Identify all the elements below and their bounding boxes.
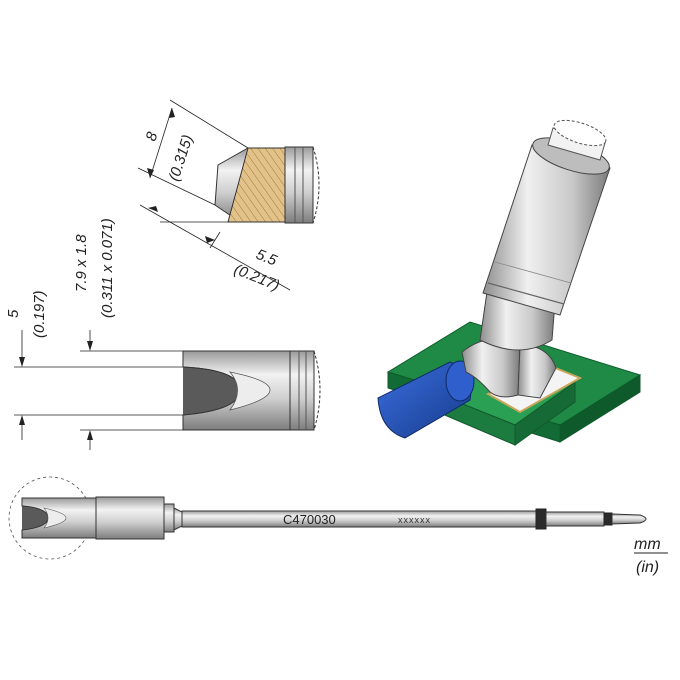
slot-width-mm: 5 bbox=[5, 309, 22, 318]
tip-width-in: (0.217) bbox=[232, 261, 282, 295]
tip-length-mm: 8 bbox=[143, 129, 162, 143]
tip-collar bbox=[284, 146, 314, 224]
full-tip-view: C470030 xxxxxx bbox=[8, 476, 647, 560]
slot-size-in: (0.311 x 0.071) bbox=[99, 218, 116, 318]
tip-length-in: (0.315) bbox=[166, 133, 197, 183]
tip-width-mm: 5.5 bbox=[254, 246, 280, 270]
unit-secondary: (in) bbox=[636, 559, 659, 576]
serial-placeholder: xxxxxx bbox=[398, 515, 431, 525]
tip-shaft bbox=[181, 510, 537, 528]
tip-front-view bbox=[182, 350, 321, 431]
unit-primary: mm bbox=[634, 536, 661, 553]
tip-side-view bbox=[214, 146, 320, 224]
slot-width-in: (0.197) bbox=[31, 290, 48, 338]
tip-slot-collar bbox=[289, 350, 315, 431]
unit-legend: mm (in) bbox=[634, 536, 668, 576]
application-illustration bbox=[377, 119, 642, 446]
tip-point bbox=[611, 513, 647, 525]
dimension-slot-width: 5 (0.197) bbox=[5, 290, 183, 440]
dimension-slot-size: 7.9 x 1.8 (0.311 x 0.071) bbox=[73, 218, 183, 450]
slot-size-mm: 7.9 x 1.8 bbox=[73, 234, 90, 292]
part-number: C470030 bbox=[283, 512, 336, 527]
